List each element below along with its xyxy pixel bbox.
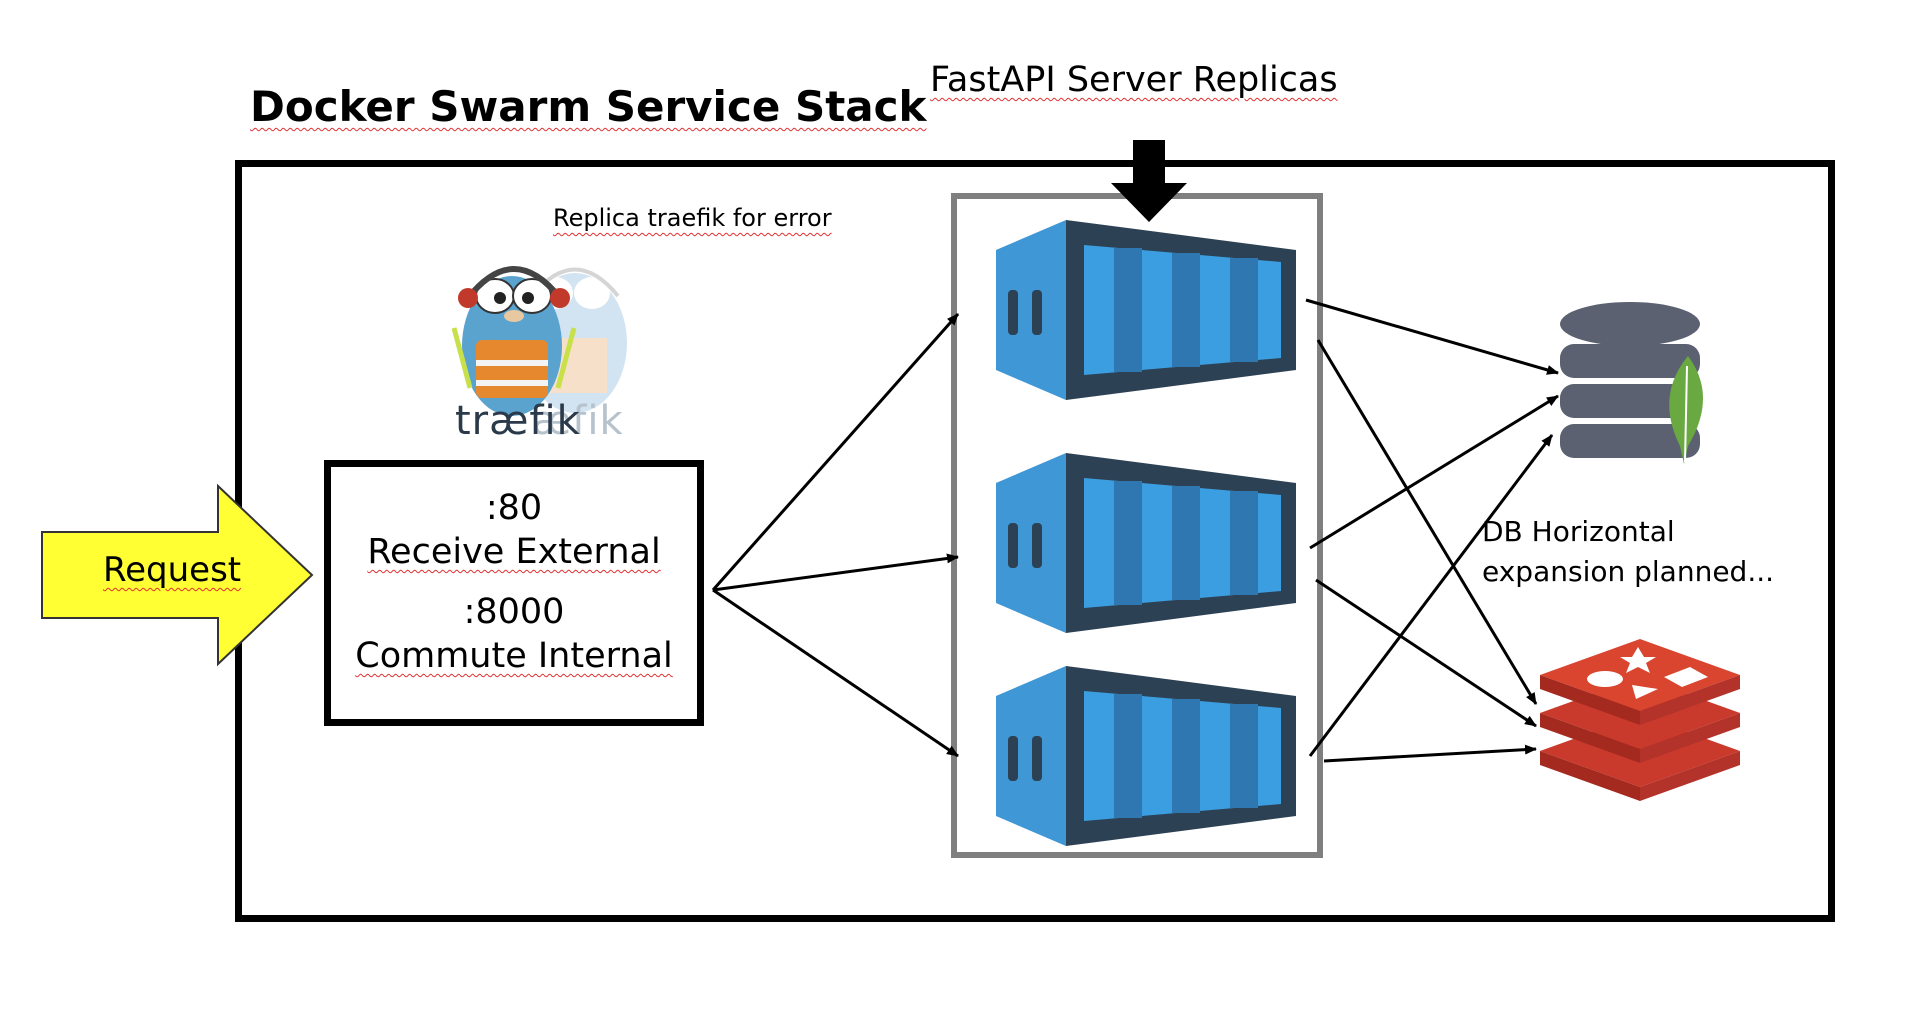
redis-icon bbox=[1540, 639, 1740, 801]
docker-container-icon bbox=[996, 666, 1296, 846]
external-label: Receive External bbox=[324, 532, 704, 572]
internal-label: Commute Internal bbox=[324, 636, 704, 676]
traefik-logo-ghost-text: æfik bbox=[532, 398, 624, 444]
external-label-text: Receive External bbox=[367, 532, 661, 572]
docker-container-icon bbox=[996, 453, 1296, 633]
stack-title: Docker Swarm Service Stack bbox=[250, 82, 927, 131]
mongodb-database-icon bbox=[1560, 302, 1703, 464]
port-internal: :8000 bbox=[463, 592, 565, 632]
traefik-logo-text: træfik bbox=[455, 398, 581, 444]
port-external: :80 bbox=[485, 488, 543, 528]
db-expansion-note: DB Horizontal expansion planned... bbox=[1482, 515, 1775, 588]
traefik-note: Replica traefik for error bbox=[553, 204, 832, 232]
request-label: Request bbox=[103, 550, 242, 590]
traefik-gopher-icon bbox=[451, 266, 627, 416]
request-arrow-icon bbox=[41, 483, 314, 667]
docker-container-icon bbox=[996, 220, 1296, 400]
replicas-title: FastAPI Server Replicas bbox=[930, 60, 1338, 100]
internal-label-text: Commute Internal bbox=[355, 636, 673, 676]
traefik-router-box bbox=[324, 460, 704, 726]
